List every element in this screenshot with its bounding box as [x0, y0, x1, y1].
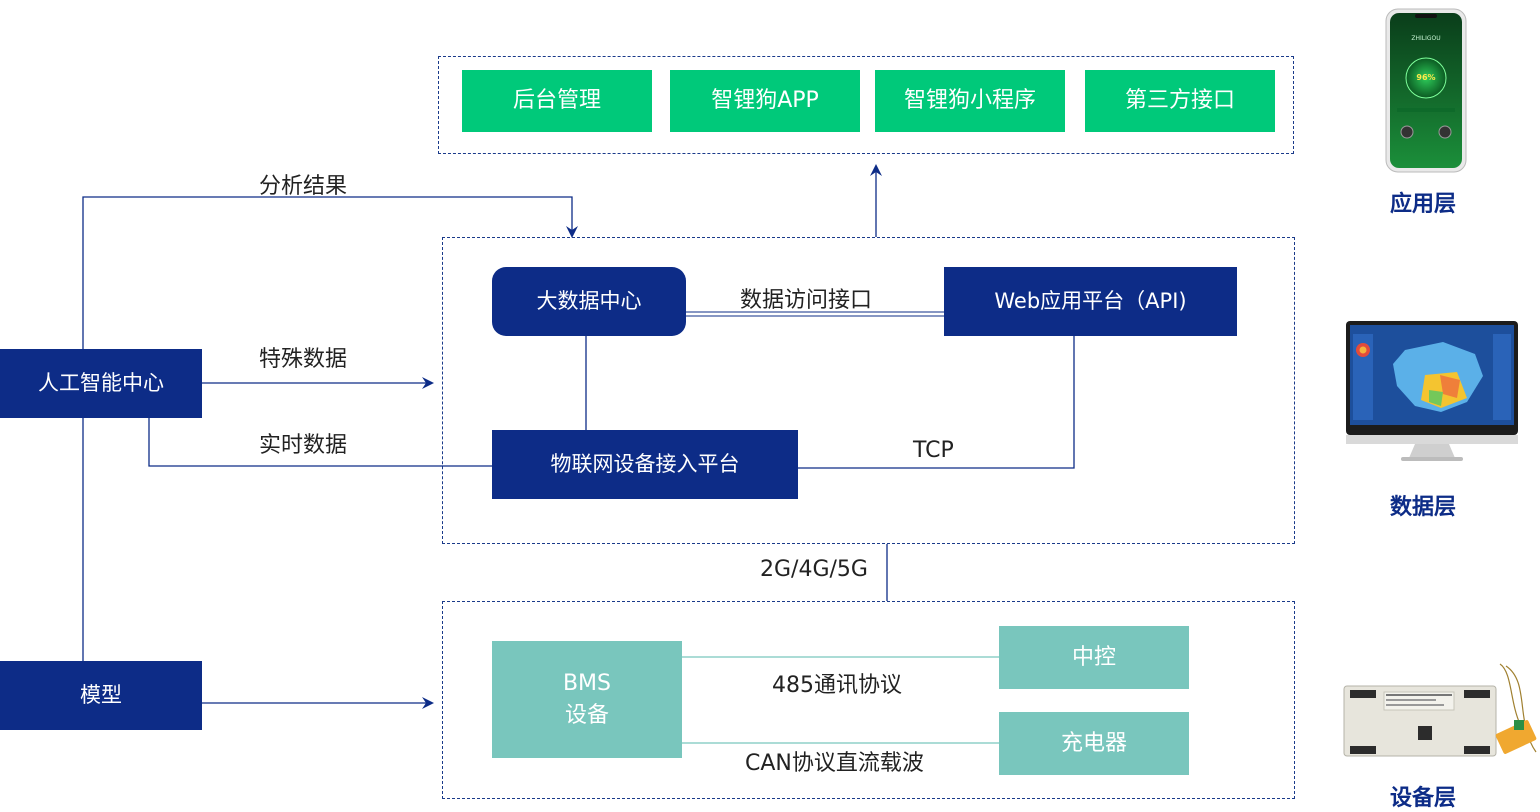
phone-illustration: ZHILIGOU 96%: [1385, 8, 1467, 173]
ai-center-label: 人工智能中心: [38, 371, 164, 396]
monitor-illustration: [1345, 320, 1520, 462]
charger-label: 充电器: [1060, 730, 1127, 756]
special-data-label: 特殊数据: [259, 347, 348, 372]
web-platform-box: Web应用平台（API): [944, 267, 1237, 336]
app-layer-container: [438, 56, 1294, 154]
third-party-interface-label: 第三方接口: [1124, 88, 1235, 114]
network-label: 2G/4G/5G: [760, 557, 868, 582]
central-control-label: 中控: [1071, 644, 1116, 670]
app-layer-label: 应用层: [1390, 192, 1457, 217]
zhiligou-app-box: 智锂狗APP: [670, 70, 860, 132]
iot-platform-label: 物联网设备接入平台: [550, 452, 740, 477]
data-access-interface-label: 数据访问接口: [740, 288, 873, 313]
iot-platform-box: 物联网设备接入平台: [492, 430, 798, 499]
protocol-can-label: CAN协议直流载波: [745, 751, 924, 776]
bms-board-illustration: [1340, 662, 1538, 774]
phone-brand-text: ZHILIGOU: [1411, 35, 1440, 42]
bms-label-line1: BMS: [562, 670, 612, 696]
realtime-data-label: 实时数据: [259, 433, 348, 458]
charger-box: 充电器: [999, 712, 1189, 775]
bms-board-svg: [1343, 663, 1537, 757]
realtime-data-line: [148, 418, 492, 467]
central-control-box: 中控: [999, 626, 1189, 689]
backend-management-box: 后台管理: [462, 70, 652, 132]
model-label: 模型: [80, 683, 122, 708]
phone-percent-text: 96%: [1416, 73, 1435, 82]
protocol-485-label: 485通讯协议: [772, 673, 902, 698]
model-box: 模型: [0, 661, 202, 730]
analysis-result-label: 分析结果: [259, 174, 348, 199]
web-platform-label: Web应用平台（API): [994, 289, 1187, 314]
analysis-result-arrow: [82, 196, 578, 349]
data-layer-label: 数据层: [1390, 495, 1457, 520]
mini-program-box: 智锂狗小程序: [875, 70, 1065, 132]
bms-label-line2: 设备: [564, 702, 609, 728]
monitor-svg: [1346, 321, 1518, 461]
phone-svg: ZHILIGOU 96%: [1385, 8, 1467, 173]
third-party-interface-box: 第三方接口: [1085, 70, 1275, 132]
backend-management-label: 后台管理: [512, 88, 601, 114]
ai-center-box: 人工智能中心: [0, 349, 202, 418]
tcp-line: [798, 336, 1075, 469]
zhiligou-app-label: 智锂狗APP: [711, 88, 819, 114]
big-data-center-label: 大数据中心: [536, 289, 642, 314]
big-data-center-box: 大数据中心: [492, 267, 686, 336]
device-layer-container: [442, 601, 1295, 799]
device-layer-label: 设备层: [1390, 786, 1457, 811]
tcp-label: TCP: [913, 438, 954, 463]
mini-program-label: 智锂狗小程序: [903, 88, 1036, 114]
bms-device-box: BMS 设备: [492, 641, 682, 758]
data-layer-container: [442, 237, 1295, 544]
